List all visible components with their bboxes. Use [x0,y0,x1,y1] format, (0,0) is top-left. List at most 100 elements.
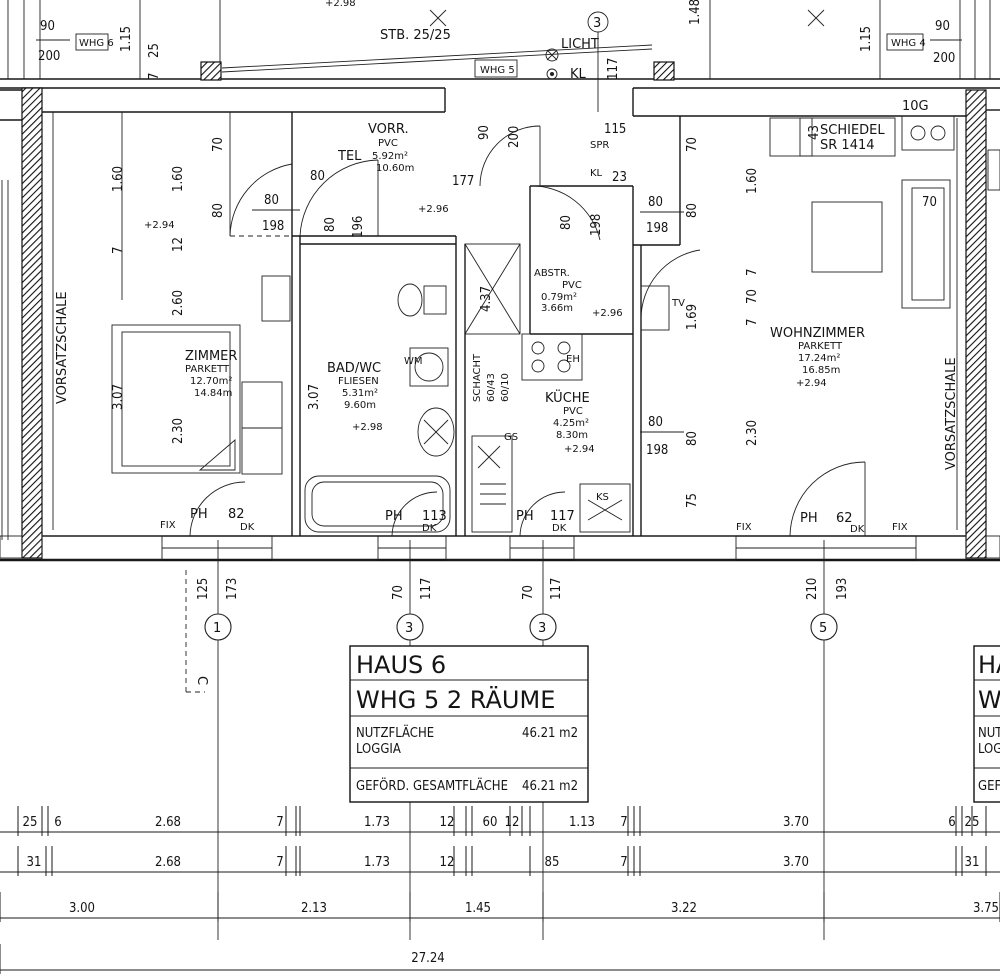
ph-zimmer: PH [190,507,208,522]
sink-icon [417,407,455,457]
dim-chain-total: 27.24 [411,951,444,966]
dim-chain-1-value: 1.73 [364,815,390,830]
whg6-label: WHG 6 [79,38,114,49]
schacht-dim2: 60/10 [500,373,511,402]
ph-wohn: PH [800,511,818,526]
dim-7-c: 7 [745,319,760,326]
table-icon [811,201,883,273]
dim-chain-1-value: 12 [440,815,455,830]
schiedel-label: SCHIEDEL [820,123,885,138]
room-kueche-floor: PVC [563,406,583,417]
room-vorr-name: VORR. [368,122,409,137]
room-kueche-area: 4.25m² [553,418,589,429]
title-right-haus: HA [978,651,1000,679]
dim-148: 1.48 [688,0,703,25]
room-labels: VORR. PVC TEL 5.92m² 10.60m ZIMMER PARKE… [185,122,865,441]
room-vorr-area: 5.92m² [372,151,408,162]
light-icon [545,48,559,62]
opening-70b: 70 [521,585,536,600]
kl-label: KL [570,67,587,82]
dim-160-b: 1.60 [171,166,186,192]
vorsatz-right: VORSATZSCHALE [944,357,959,470]
dim-90b: 90 [935,19,950,34]
room-zimmer-floor: PARKETT [185,364,230,375]
room-bad-name: BAD/WC [327,361,381,376]
licht-label: LICHT [561,37,599,52]
title-haus: HAUS 6 [356,651,446,679]
sr-label: SR 1414 [820,138,875,153]
dim-chain-2-value: 31 [965,855,980,870]
toilet-icon [397,283,423,317]
room-wohn-name: WOHNZIMMER [770,326,865,341]
title-right-loggia: LOGG [978,742,1000,757]
dim-chain-3-value: 3.00 [69,901,95,916]
internal-walls [52,112,958,536]
dim-177: 177 [452,174,474,189]
dim-chain-1-value: 2.68 [155,815,181,830]
room-zimmer-name: ZIMMER [185,349,237,364]
dim-90-vorr: 90 [477,125,492,140]
room-zimmer-area: 12.70m² [190,376,232,387]
whg6-tag [75,33,109,51]
dim-307-a: 3.07 [111,384,126,410]
chimney-box [769,117,896,157]
dim-chain-2-value: 85 [545,855,560,870]
axis-marker-3a [396,613,424,641]
schacht-label: SCHACHT [472,353,483,402]
level-abstr: +2.96 [592,308,623,319]
dim-160-a: 1.60 [111,166,126,192]
dim-chain-2-value: 2.68 [155,855,181,870]
dim-115: 115 [604,122,626,137]
dim-70-a: 70 [211,137,226,152]
axis-marker-3b [529,613,557,641]
dim-abstr-198: 198 [646,221,668,236]
dim-43: 43 [807,125,822,140]
stb-label: STB. 25/25 [380,28,451,43]
dim-chain-1-value: 12 [505,815,520,830]
window-door-zimmer [189,481,246,537]
title-loggia: LOGGIA [356,742,401,757]
dim-70-sofa: 70 [922,195,937,210]
dim-169: 1.69 [685,304,700,330]
room-vorr-floor: PVC [378,138,398,149]
axis-marker-3b-label: 3 [538,621,546,636]
dk-wohn: DK [850,524,865,535]
door-swing-wohn [789,461,866,537]
room-zimmer-perim: 14.84m [194,388,232,399]
exterior-walls [0,87,1000,562]
title-geford-value: 46.21 m2 [522,779,578,794]
opening-125: 125 [196,578,211,600]
level-zimmer: +2.94 [144,220,175,231]
dim-kueche-80: 80 [648,415,663,430]
doors [189,125,866,537]
dim-chain-1-value: 7 [276,815,283,830]
level-wohn: +2.94 [796,378,827,389]
dim-chain-1-value: 6 [948,815,955,830]
whg5-label: WHG 5 [480,65,515,76]
room-abstr-area: 0.79m² [541,292,577,303]
dim-160-c: 1.60 [745,168,760,194]
gs-label: GS [504,432,518,443]
dim-zimmer-80: 80 [264,193,279,208]
room-bad-perim: 9.60m [344,400,376,411]
room-abstr-floor: PVC [562,280,582,291]
dim-chain-3-value: 3.75 [973,901,999,916]
fixture-labels: SCHIEDEL SR 1414 10G WM EH GS KS TV SPR … [160,99,929,535]
dim-chain-2-value: 31 [27,855,42,870]
dim-70-c: 70 [745,289,760,304]
washing-machine-icon [409,347,449,387]
ph-kueche: PH [516,509,534,524]
top-strip: STB. 25/25 LICHT KL WHG 6 WHG 5 WHG 4 90… [0,0,1000,112]
room-abstr-name: ABSTR. [534,268,570,279]
eh-label: EH [566,354,580,365]
dim-90: 90 [40,19,55,34]
axis-marker-5 [810,613,838,641]
kl2-label: KL [590,168,603,179]
dim-25: 25 [147,43,162,58]
title-nutz-label: NUTZFLÄCHE [356,725,434,741]
whg5-tag [474,59,518,78]
dim-chain-3-value: 1.45 [465,901,491,916]
axis-marker-1 [204,613,232,641]
dim-200-vorr: 200 [507,126,522,148]
